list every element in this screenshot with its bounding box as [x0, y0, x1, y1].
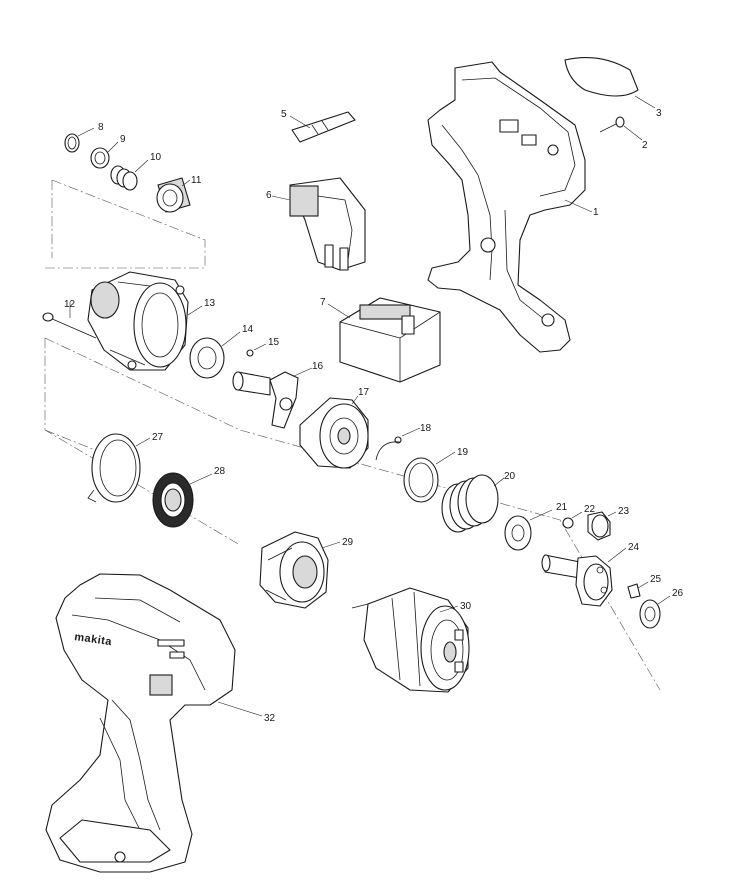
- part-10-spring: [110, 159, 149, 191]
- callout-7: 7: [320, 297, 326, 308]
- callout-12: 12: [64, 299, 76, 310]
- callout-labels: 1 2 3 5 6 7 8 9 10 11 12 13 14 15 16 17 …: [64, 108, 684, 724]
- part-15-steel-ball: [246, 343, 267, 357]
- callout-23: 23: [618, 506, 630, 517]
- part-30-motor: [351, 587, 470, 693]
- callout-24: 24: [628, 542, 640, 553]
- callout-13: 13: [204, 298, 216, 309]
- callout-16: 16: [312, 361, 324, 372]
- callout-22: 22: [584, 504, 596, 515]
- part-19-flat-washer: [403, 451, 456, 503]
- part-17-hammer: [299, 395, 369, 469]
- part-2-screw: [599, 116, 643, 141]
- part-8-retaining-ring: [64, 127, 95, 153]
- callout-10: 10: [150, 152, 162, 163]
- part-29-gear-housing: [259, 531, 341, 609]
- callout-1: 1: [593, 207, 599, 218]
- part-21-flat-washer: [504, 509, 553, 551]
- part-28-ball-bearing: [152, 472, 213, 528]
- callout-11: 11: [191, 175, 202, 186]
- callout-8: 8: [98, 122, 104, 133]
- callout-6: 6: [266, 190, 272, 201]
- callout-20: 20: [504, 471, 516, 482]
- part-25-pin: [627, 581, 649, 599]
- callout-29: 29: [342, 537, 354, 548]
- part-26-washer: [639, 595, 671, 629]
- part-1-housing-half: [427, 61, 593, 353]
- callout-27: 27: [152, 432, 164, 443]
- callout-3: 3: [656, 108, 662, 119]
- housing-logo: makita: [74, 631, 114, 648]
- part-23-spur-gear: [587, 511, 617, 541]
- callout-26: 26: [672, 588, 684, 599]
- callout-32: 32: [264, 713, 276, 724]
- part-22-steel-ball: [562, 511, 583, 529]
- part-9-washer: [90, 141, 119, 169]
- callout-30: 30: [460, 601, 472, 612]
- callout-19: 19: [457, 447, 469, 458]
- callout-28: 28: [214, 466, 226, 477]
- part-32-housing-set: makita: [45, 573, 263, 873]
- part-12-screw: [42, 302, 97, 339]
- part-27-ring: [87, 433, 151, 503]
- part-24-spindle: [541, 547, 627, 607]
- part-13-hammer-case: [87, 271, 203, 371]
- callout-2: 2: [642, 140, 648, 151]
- part-7-terminal: [327, 297, 441, 383]
- part-20-compression-spring: [441, 474, 505, 533]
- part-3-label-plate: [564, 57, 656, 109]
- part-11-sleeve: [156, 177, 191, 213]
- callout-9: 9: [120, 134, 126, 145]
- callout-21: 21: [556, 502, 568, 513]
- callout-5: 5: [281, 109, 287, 120]
- part-18-steel-ball: [375, 427, 421, 461]
- callout-15: 15: [268, 337, 280, 348]
- callout-17: 17: [358, 387, 370, 398]
- callout-18: 18: [420, 423, 432, 434]
- part-16-anvil: [232, 367, 313, 429]
- callout-14: 14: [242, 324, 254, 335]
- part-14-washer: [189, 331, 241, 379]
- callout-25: 25: [650, 574, 662, 585]
- part-5-lever: [289, 111, 356, 143]
- part-6-switch: [271, 177, 366, 271]
